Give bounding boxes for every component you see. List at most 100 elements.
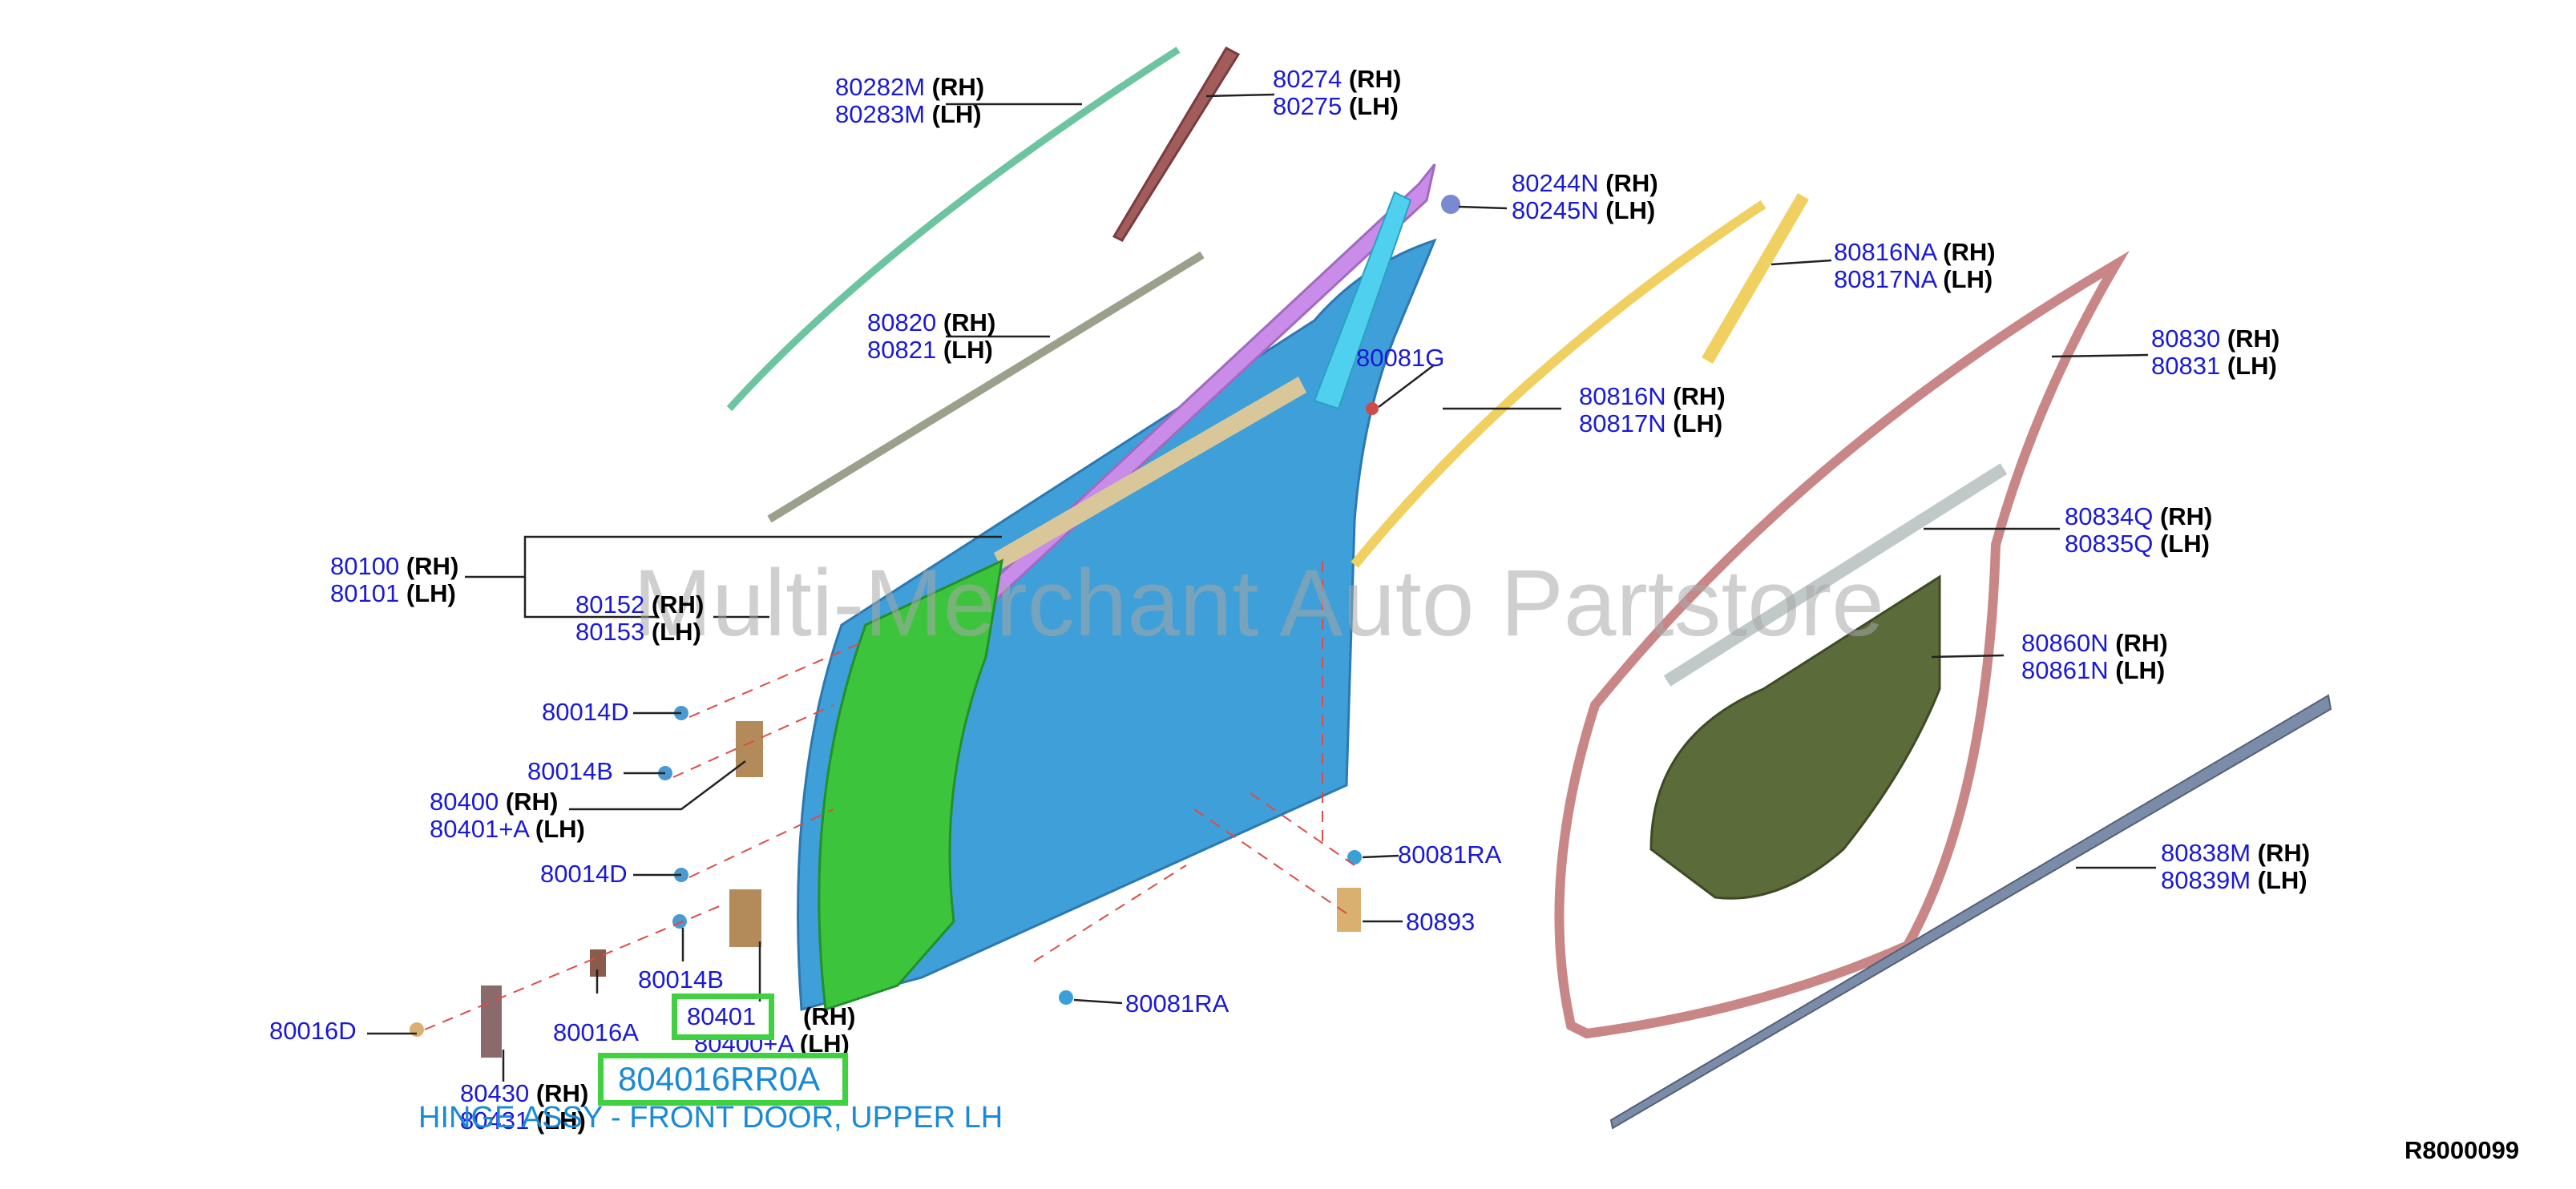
side-marker-alt: (LH) — [2115, 656, 2166, 684]
part-number[interactable]: 80816NA — [1834, 238, 1936, 266]
part-number[interactable]: 80081G — [1356, 344, 1445, 372]
side-marker-alt: (LH) — [651, 618, 701, 646]
sill-molding — [1609, 694, 2332, 1130]
upper-hinge — [736, 721, 763, 777]
part-number[interactable]: 80016A — [553, 1018, 639, 1046]
part-number[interactable]: 80014D — [540, 860, 628, 888]
callout-line-1: 80893 — [1406, 909, 1475, 936]
part-number-alt[interactable]: 80839M — [2161, 866, 2251, 894]
callout-80014B-b[interactable]: 80014B — [638, 966, 724, 994]
callout-80081RA-a[interactable]: 80081RA — [1398, 841, 1501, 869]
part-number[interactable]: 80816N — [1579, 382, 1666, 410]
part-number[interactable]: 80152 — [575, 590, 645, 619]
side-marker: (RH) — [1605, 169, 1658, 197]
callout-80016D[interactable]: 80016D — [269, 1018, 357, 1045]
callout-line-2: 80283M (LH) — [835, 101, 984, 128]
part-number-alt[interactable]: 80153 — [575, 618, 645, 646]
callout-line-1: 80081G — [1356, 345, 1444, 372]
callout-line-2: 80401+A (LH) — [430, 816, 585, 843]
part-number[interactable]: 80014D — [542, 698, 629, 726]
part-number-alt[interactable]: 80817N — [1579, 409, 1666, 437]
bolt-80016D — [410, 1022, 424, 1037]
part-number[interactable]: 80274 — [1273, 65, 1343, 93]
part-number-alt[interactable]: 80831 — [2151, 352, 2221, 380]
part-number-alt[interactable]: 80817NA — [1834, 265, 1936, 293]
callout-80820[interactable]: 80820 (RH)80821 (LH) — [867, 309, 995, 364]
door-trim-panel — [1649, 574, 1941, 900]
callout-line-1: 80014D — [540, 861, 628, 888]
callout-line-1: 80244N (RH) — [1512, 170, 1658, 197]
highlight-callout[interactable]: 80401 — [687, 1002, 757, 1030]
callout-80244N[interactable]: 80244N (RH)80245N (LH) — [1512, 170, 1658, 224]
part-number-alt[interactable]: 80101 — [330, 579, 400, 607]
side-marker-alt: (LH) — [931, 100, 982, 128]
side-marker: (RH) — [651, 590, 705, 619]
part-number[interactable]: 80838M — [2161, 839, 2251, 867]
bolt-80014B-b — [672, 914, 687, 929]
part-number[interactable]: 80081RA — [1125, 989, 1229, 1018]
part-number[interactable]: 80834Q — [2065, 502, 2154, 530]
callout-line-2: 80831 (LH) — [2151, 353, 2279, 380]
part-number-alt[interactable]: 80283M — [835, 100, 926, 128]
callout-80830[interactable]: 80830 (RH)80831 (LH) — [2151, 325, 2279, 380]
callout-line-2: 80245N (LH) — [1512, 197, 1658, 224]
side-marker: (RH) — [2227, 324, 2280, 353]
callout-80152[interactable]: 80152 (RH)80153 (LH) — [575, 591, 704, 646]
glass-run-upper — [726, 46, 1181, 412]
callout-80400[interactable]: 80400 (RH)80401+A (LH) — [430, 788, 585, 843]
part-number[interactable]: 80830 — [2151, 324, 2221, 353]
highlight-callout-box[interactable]: 80401 — [672, 994, 774, 1040]
callout-line-2: 80861N (LH) — [2021, 657, 2168, 684]
callout-80834Q[interactable]: 80834Q (RH)80835Q (LH) — [2065, 503, 2212, 558]
callout-80860N[interactable]: 80860N (RH)80861N (LH) — [2021, 630, 2168, 684]
callout-80282M[interactable]: 80282M (RH)80283M (LH) — [835, 74, 984, 128]
callout-line-2: 80821 (LH) — [867, 337, 995, 364]
belt-molding-inner — [767, 251, 1205, 523]
part-number-alt[interactable]: 80431 — [460, 1106, 530, 1135]
part-number-alt[interactable]: 80245N — [1512, 196, 1599, 224]
highlight-part-number[interactable]: 804016RR0A — [618, 1060, 821, 1098]
part-number[interactable]: 80860N — [2021, 629, 2109, 657]
callout-line-1: 80014B — [527, 758, 613, 785]
callout-80014D-a[interactable]: 80014D — [542, 699, 629, 726]
callout-80016A[interactable]: 80016A — [553, 1019, 639, 1046]
side-marker-alt: (LH) — [1605, 196, 1656, 224]
part-number[interactable]: 80893 — [1406, 908, 1476, 936]
part-number-alt[interactable]: 80275 — [1273, 92, 1343, 120]
outer-molding-rear — [1702, 192, 1809, 365]
callout-80838M[interactable]: 80838M (RH)80839M (LH) — [2161, 840, 2310, 894]
callout-80100[interactable]: 80100 (RH)80101 (LH) — [330, 553, 458, 607]
callout-line-1: 80014D — [542, 699, 629, 726]
side-marker: (RH) — [943, 308, 996, 337]
callout-line-1: 80152 (RH) — [575, 591, 704, 619]
callout-80081RA-b[interactable]: 80081RA — [1125, 990, 1229, 1018]
part-number[interactable]: 80014B — [638, 965, 724, 994]
callout-80816N[interactable]: 80816N (RH)80817N (LH) — [1579, 383, 1726, 437]
callout-line-1: 80274 (RH) — [1273, 66, 1401, 93]
callout-80014D-b[interactable]: 80014D — [540, 861, 628, 888]
callout-line-1: 80282M (RH) — [835, 74, 984, 101]
part-number[interactable]: 80100 — [330, 552, 400, 580]
callout-line-1: 80816NA (RH) — [1834, 239, 1996, 266]
callout-80014B-a[interactable]: 80014B — [527, 758, 613, 785]
part-number[interactable]: 80014B — [527, 757, 613, 785]
glass-run-inner — [1663, 463, 2008, 687]
part-number[interactable]: 80430 — [460, 1079, 530, 1107]
callout-80081G[interactable]: 80081G — [1356, 345, 1444, 372]
part-number[interactable]: 80400 — [430, 788, 499, 816]
part-number[interactable]: 80244N — [1512, 169, 1599, 197]
part-number-alt[interactable]: 80401+A — [430, 815, 529, 843]
part-number-alt[interactable]: 80821 — [867, 336, 937, 364]
callout-80274[interactable]: 80274 (RH)80275 (LH) — [1273, 66, 1401, 120]
callout-80816NA[interactable]: 80816NA (RH)80817NA (LH) — [1834, 239, 1996, 293]
part-number[interactable]: 80282M — [835, 73, 926, 101]
part-number[interactable]: 80820 — [867, 308, 937, 337]
side-marker: (RH) — [931, 73, 985, 101]
highlight-part-box[interactable]: 804016RR0A — [598, 1053, 848, 1106]
part-number[interactable]: 80081RA — [1398, 840, 1502, 869]
part-number-alt[interactable]: 80861N — [2021, 656, 2109, 684]
callout-80430[interactable]: 80430 (RH)80431 (LH) — [460, 1080, 588, 1135]
part-number[interactable]: 80016D — [269, 1017, 357, 1045]
callout-80893[interactable]: 80893 — [1406, 909, 1475, 936]
part-number-alt[interactable]: 80835Q — [2065, 530, 2154, 558]
